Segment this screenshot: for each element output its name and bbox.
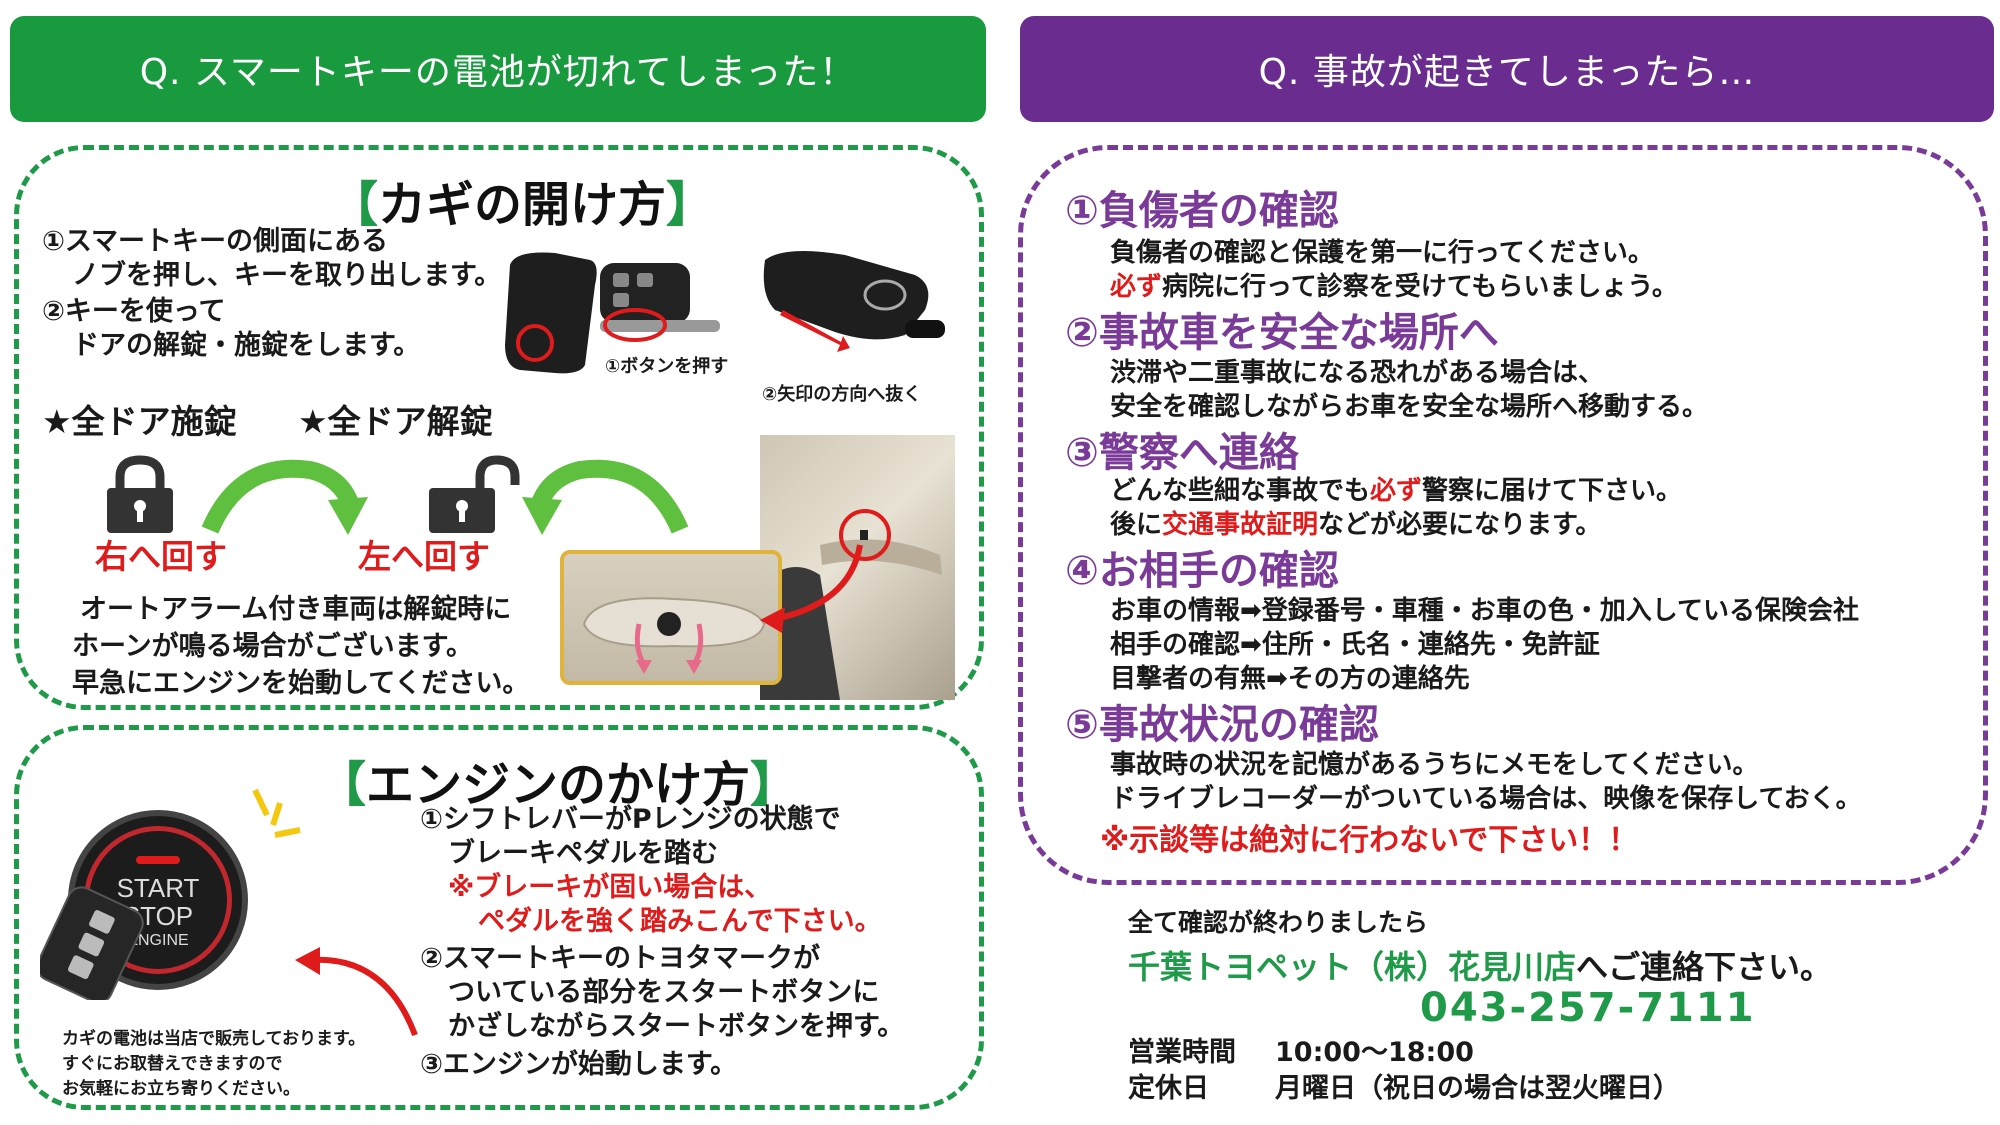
photo-caption-press-button: ①ボタンを押す — [605, 356, 729, 377]
situation-line2: ドライブレコーダーがついている場合は、映像を保存しておく。 — [1110, 784, 1862, 814]
battery-note-line2: すぐにお取替えできますので — [62, 1054, 283, 1074]
arrow-right-icon — [200, 455, 370, 544]
injured-line2: 必ず病院に行って診察を受けてもらいましょう。 — [1110, 272, 1678, 302]
start-label: START — [116, 873, 200, 903]
red-arrow-to-cylinder-icon — [740, 535, 870, 639]
key-open-box — [14, 145, 984, 710]
police-line1: どんな些細な事故でも必ず警察に届けて下さい。 — [1110, 476, 1683, 506]
key-step2-line2: ドアの解錠・施錠をします。 — [72, 330, 421, 361]
arrow-left-icon — [520, 455, 690, 544]
other-party-line2: 相手の確認➡住所・氏名・連絡先・免許証 — [1110, 630, 1600, 660]
alarm-line3: 早急にエンジンを始動してください。 — [72, 668, 530, 699]
key-step1-line1: ①スマートキーの側面にある — [42, 226, 389, 257]
contact-intro: 全て確認が終わりましたら — [1128, 908, 1429, 937]
engine-label: ENGINE — [127, 932, 189, 949]
key-open-heading: 【カギの開け方】 — [330, 177, 715, 233]
engine-step2-line2: ついている部分をスタートボタンに — [448, 977, 880, 1008]
engine-step2-line1: ②スマートキーのトヨタマークが — [420, 943, 821, 974]
move-car-line1: 渋滞や二重事故になる恐れがある場合は、 — [1110, 358, 1605, 388]
settlement-warning: ※示談等は絶対に行わないで下さい！！ — [1100, 823, 1639, 858]
smart-key-fob-icon — [36, 880, 160, 1004]
engine-heading: 【エンジンのかけ方】 — [318, 757, 799, 813]
situation-line1: 事故時の状況を記憶があるうちにメモをしてください。 — [1110, 750, 1759, 780]
turn-left-label: 左へ回す — [358, 537, 490, 576]
injured-check-title: ①負傷者の確認 — [1065, 188, 1339, 234]
engine-warn-line2: ペダルを強く踏みこんで下さい。 — [478, 906, 882, 937]
engine-box — [14, 725, 984, 1110]
key-cylinder-photo — [560, 550, 782, 685]
engine-step3: ③エンジンが始動します。 — [420, 1049, 738, 1080]
hours-value: 10:00～18:00 — [1275, 1037, 1474, 1068]
turn-right-label: 右へ回す — [95, 537, 227, 576]
police-line2: 後に交通事故証明などが必要になります。 — [1110, 510, 1602, 540]
accident-box — [1018, 145, 1988, 885]
red-curved-arrow-icon — [285, 935, 425, 1049]
situation-title: ⑤事故状況の確認 — [1065, 702, 1379, 748]
closed-value: 月曜日（祝日の場合は翌火曜日） — [1275, 1073, 1680, 1104]
engine-step1-line1: ①シフトレバーがPレンジの状態で — [420, 804, 841, 835]
other-party-line3: 目撃者の有無➡その方の連絡先 — [1110, 664, 1470, 694]
engine-step1-line2: ブレーキペダルを踏む — [448, 838, 718, 869]
photo-caption-pull-key: ②矢印の方向へ抜く — [762, 384, 922, 405]
key-pull-photo — [755, 240, 955, 365]
contact-dealer-line: 千葉トヨペット（株）花見川店へご連絡下さい。 — [1128, 948, 1833, 986]
police-title: ③警察へ連絡 — [1065, 430, 1299, 476]
engine-warn-line1: ※ブレーキが固い場合は、 — [448, 872, 772, 903]
unlock-icon — [425, 455, 525, 539]
injured-line1: 負傷者の確認と保護を第一に行ってください。 — [1110, 238, 1654, 268]
left-question-banner: Q. スマートキーの電池が切れてしまった！ — [10, 16, 986, 122]
hours-label: 営業時間 — [1128, 1037, 1236, 1068]
closed-label: 定休日 — [1128, 1073, 1209, 1104]
right-question-banner: Q. 事故が起きてしまったら… — [1020, 16, 1994, 122]
move-car-line2: 安全を確認しながらお車を安全な場所へ移動する。 — [1110, 392, 1709, 422]
highlight-rays-icon — [235, 785, 305, 859]
engine-step2-line3: かざしながらスタートボタンを押す。 — [448, 1011, 905, 1042]
battery-note-line3: お気軽にお立ち寄りください。 — [62, 1079, 300, 1099]
key-step1-line2: ノブを押し、キーを取り出します。 — [72, 260, 502, 291]
other-party-line1: お車の情報➡登録番号・車種・お車の色・加入している保険会社 — [1110, 596, 1860, 626]
smart-key-photo — [495, 245, 750, 380]
unlock-all-label: ★全ドア解錠 — [298, 402, 493, 441]
lock-icon — [95, 455, 185, 539]
battery-note-line1: カギの電池は当店で販売しております。 — [62, 1029, 366, 1049]
lock-all-label: ★全ドア施錠 — [42, 402, 237, 441]
alarm-line1: オートアラーム付き車両は解錠時に — [80, 594, 512, 625]
phone-number[interactable]: 043-257-7111 — [1420, 985, 1756, 1031]
move-car-title: ②事故車を安全な場所へ — [1065, 310, 1499, 356]
door-handle-photo — [760, 435, 955, 700]
alarm-line2: ホーンが鳴る場合がございます。 — [72, 631, 473, 662]
key-step2-line1: ②キーを使って — [42, 296, 226, 327]
other-party-title: ④お相手の確認 — [1065, 548, 1339, 594]
